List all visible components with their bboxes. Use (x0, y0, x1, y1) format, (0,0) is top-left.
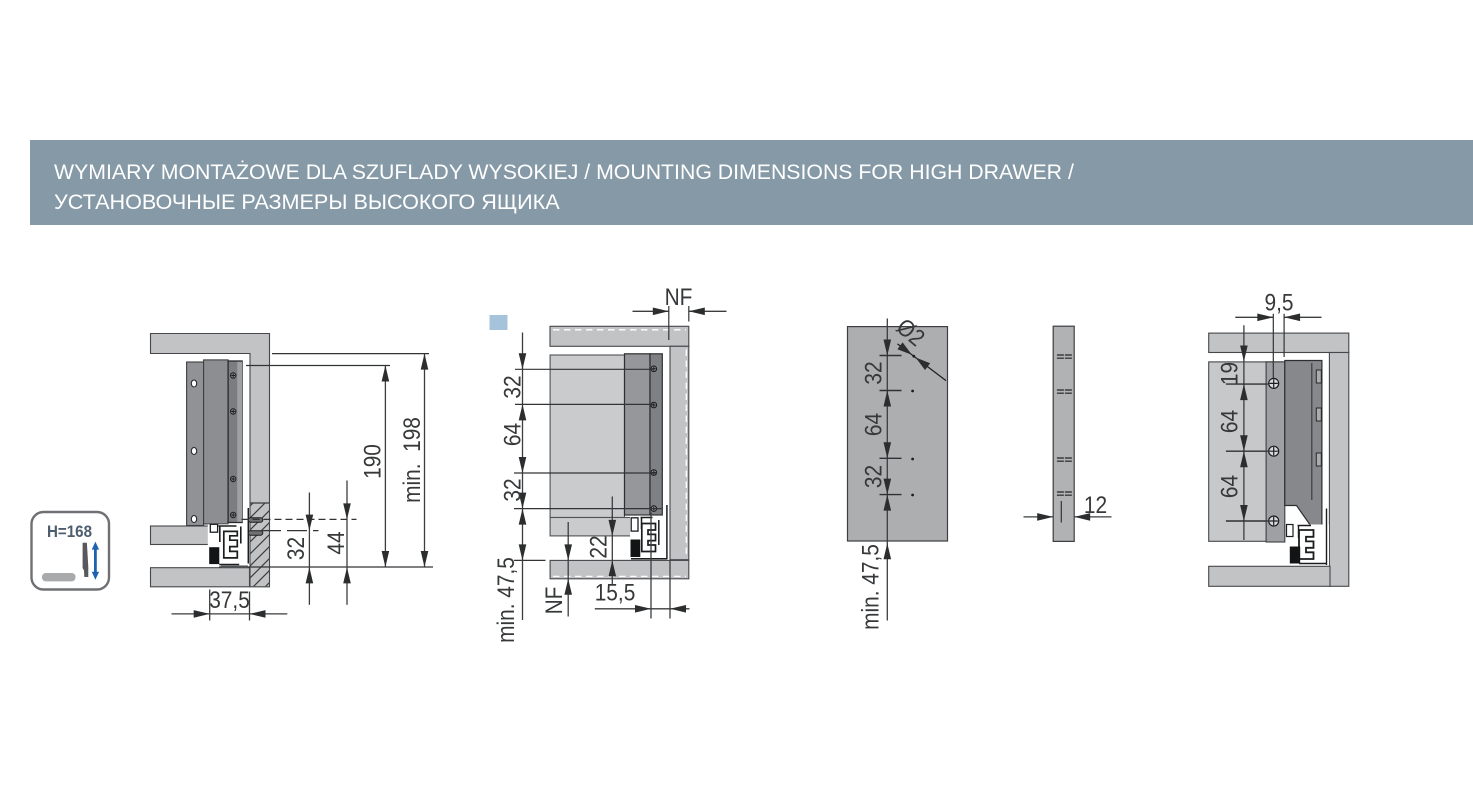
svg-text:64: 64 (1216, 475, 1243, 498)
svg-text:190: 190 (359, 444, 386, 479)
svg-text:64: 64 (860, 413, 887, 436)
svg-text:64: 64 (1216, 410, 1243, 433)
svg-text:32: 32 (499, 375, 526, 398)
svg-text:32: 32 (499, 478, 526, 501)
svg-text:H=168: H=168 (47, 523, 92, 541)
svg-text:9,5: 9,5 (1264, 289, 1293, 316)
svg-text:32: 32 (860, 361, 887, 384)
svg-text:NF: NF (541, 587, 568, 615)
svg-text:44: 44 (323, 531, 350, 554)
svg-text:19: 19 (1216, 362, 1243, 385)
svg-text:64: 64 (499, 423, 526, 446)
svg-text:NF: NF (665, 284, 693, 311)
svg-text:22: 22 (585, 535, 612, 558)
svg-text:min. 47,5: min. 47,5 (493, 557, 520, 643)
svg-text:min. 47,5: min. 47,5 (857, 544, 884, 630)
svg-text:15,5: 15,5 (595, 579, 636, 606)
svg-text:min. 198: min. 198 (399, 417, 426, 503)
svg-text:37,5: 37,5 (209, 587, 250, 614)
svg-text:12: 12 (1084, 492, 1107, 519)
svg-text:32: 32 (860, 465, 887, 488)
svg-text:32: 32 (283, 537, 310, 560)
